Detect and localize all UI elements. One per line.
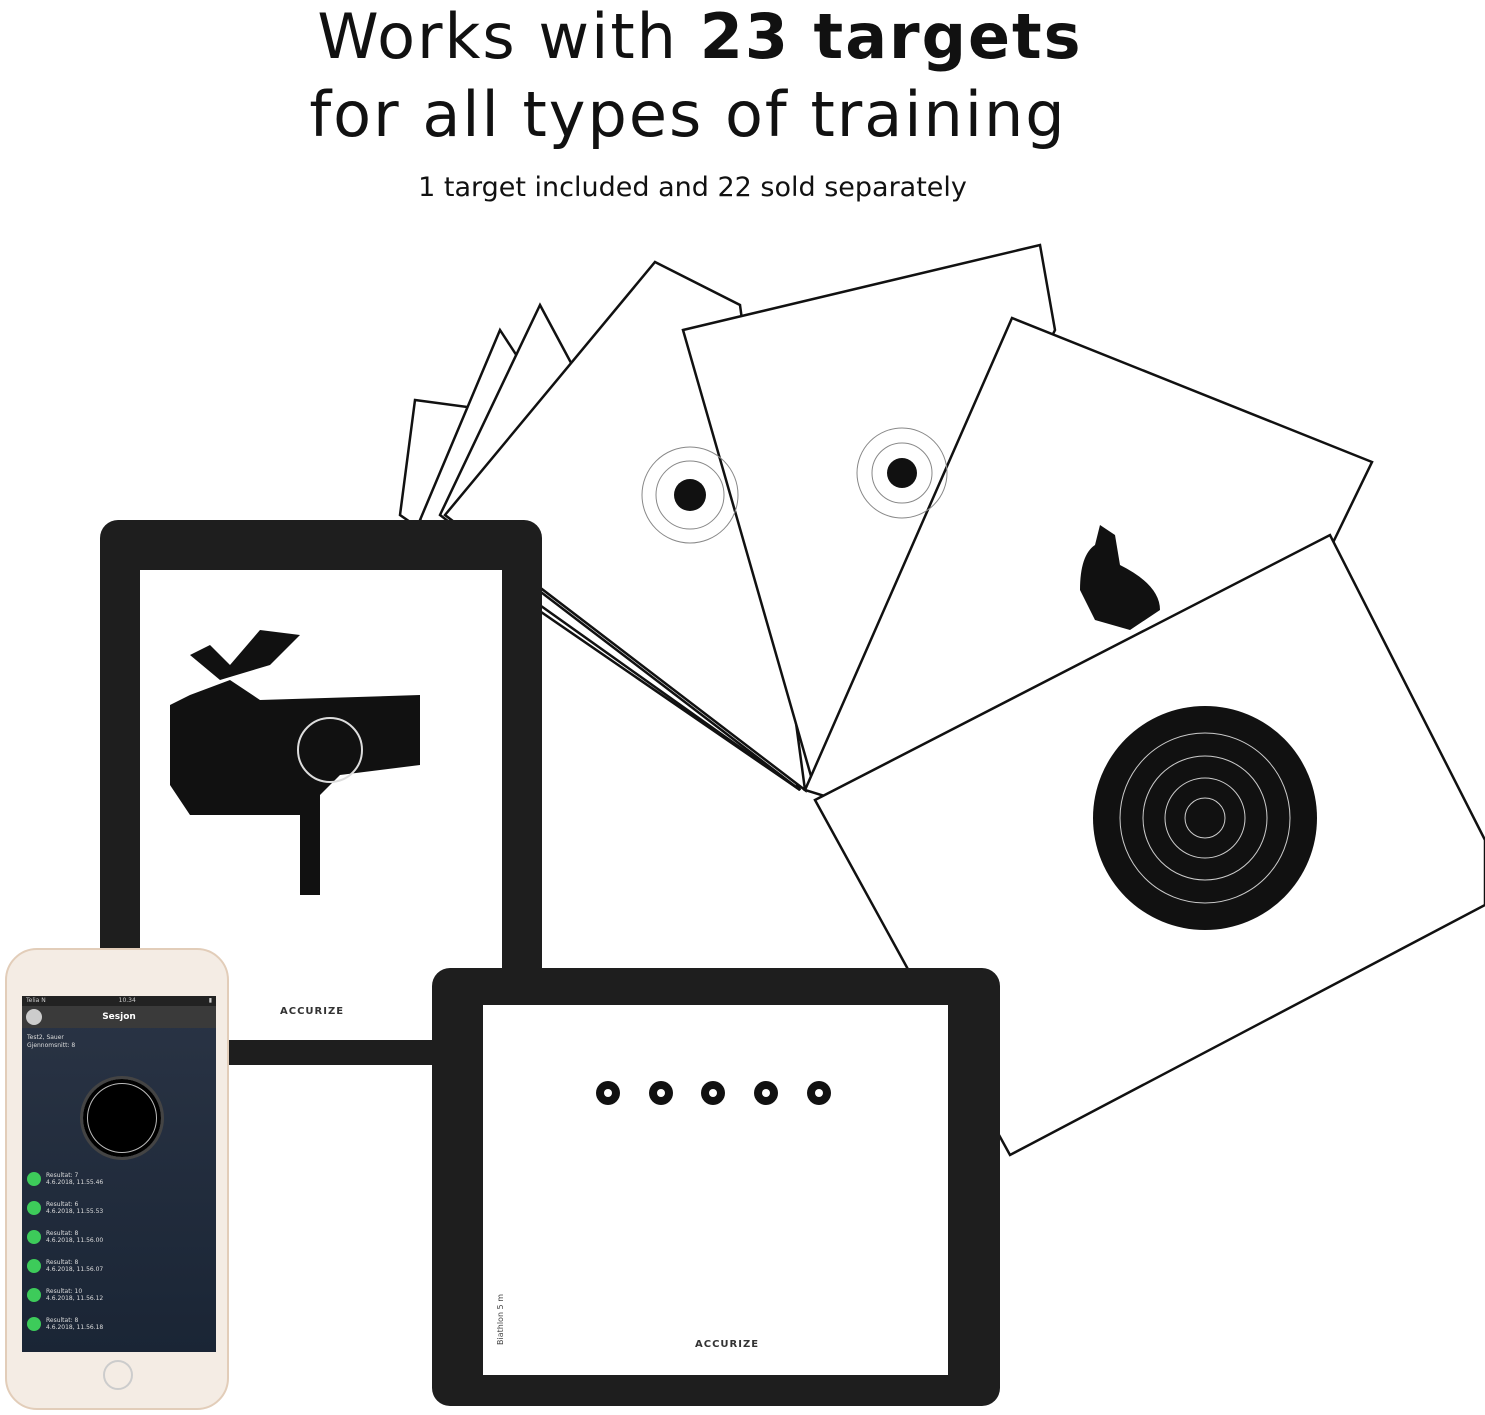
biathlon-targets [596,1081,831,1105]
session-name: Test2, Sauer [27,1034,64,1041]
brand-logo: ACCURIZE [280,1006,345,1017]
small-target-1 [641,446,739,544]
clock: 10.34 [118,997,136,1004]
back-button[interactable] [26,1009,42,1025]
headline-line2: for all types of training [309,78,1067,151]
headline-text: Works with [317,0,700,73]
brand-logo: ACCURIZE [695,1339,760,1350]
bullseye-target [1093,706,1317,930]
small-target-2 [856,427,948,519]
headline-bold: 23 targets [699,0,1083,73]
shot-radar [80,1076,164,1160]
headline-line1: Works with 23 targets [0,0,1400,73]
screen-title: Sesjon [102,1012,136,1022]
home-button [103,1360,133,1390]
battery-icon: ▮ [208,997,212,1004]
subtitle: 1 target included and 22 sold separately [418,172,967,203]
carrier: Telia N [26,997,46,1004]
target-label: Biathlon 5 m [495,1294,505,1345]
biathlon-target-frame: ACCURIZE Biathlon 5 m [432,968,1000,1406]
session-average: Gjennomsnitt: 8 [27,1042,76,1049]
bird-silhouette [1080,525,1160,630]
deer-target-frame: ACCURIZE [100,520,542,1065]
deer-silhouette [170,630,420,895]
